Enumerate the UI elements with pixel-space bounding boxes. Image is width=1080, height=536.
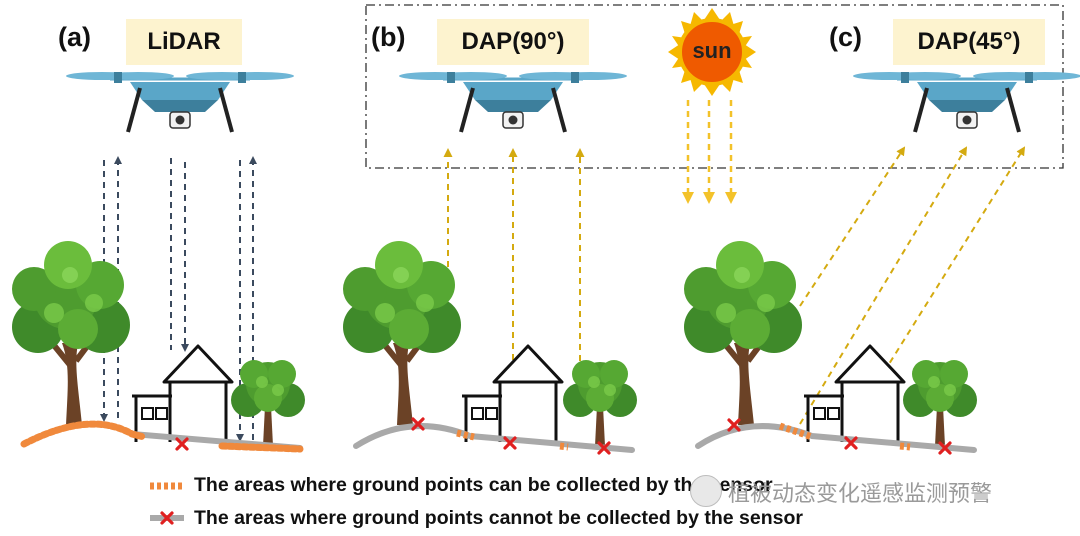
sunlight-rays bbox=[682, 100, 737, 204]
watermark: 植被动态变化遥感监测预警 bbox=[728, 482, 993, 507]
tree-icon bbox=[563, 360, 637, 446]
lidar-pulses bbox=[100, 156, 257, 442]
drone-icon bbox=[851, 70, 1080, 134]
sensor-label-dap-90: DAP(90°) bbox=[437, 19, 589, 65]
ground-collected bbox=[20, 420, 148, 448]
dap-rays bbox=[443, 148, 585, 372]
ground-collected bbox=[456, 429, 475, 441]
panel-label-b: (b) bbox=[371, 22, 406, 52]
tree-icon bbox=[231, 360, 305, 446]
tree-icon bbox=[903, 360, 977, 446]
house-icon bbox=[130, 344, 234, 444]
sensor-label-dap-45: DAP(45°) bbox=[893, 19, 1045, 65]
panel-c bbox=[684, 70, 1080, 455]
tree-icon bbox=[684, 241, 802, 425]
ground-collected bbox=[218, 442, 304, 453]
panel-label-c: (c) bbox=[829, 22, 862, 52]
legend-not-collected-text: The areas where ground points cannot be … bbox=[194, 507, 803, 529]
panel-b bbox=[343, 70, 637, 455]
house-icon bbox=[460, 344, 564, 444]
dap-group-frame bbox=[365, 4, 1064, 169]
drone-icon bbox=[397, 70, 629, 134]
sensor-label-lidar: LiDAR bbox=[126, 19, 242, 65]
panel-label-a: (a) bbox=[58, 22, 91, 52]
ground-collected bbox=[778, 422, 814, 441]
dap-oblique-rays bbox=[799, 146, 1026, 425]
legend-collected-text: The areas where ground points can be col… bbox=[194, 474, 773, 496]
tree-icon bbox=[12, 241, 130, 425]
ground-collected bbox=[559, 442, 569, 451]
ground-uncollected bbox=[353, 423, 635, 453]
legend-not-collected-symbol bbox=[150, 511, 184, 525]
drone-icon bbox=[64, 70, 296, 134]
wechat-icon bbox=[690, 475, 722, 507]
sun-icon bbox=[668, 8, 756, 96]
tree-icon bbox=[343, 241, 461, 425]
panel-a bbox=[12, 70, 305, 453]
ground-collected bbox=[899, 442, 911, 451]
sun-label: sun bbox=[692, 38, 732, 63]
